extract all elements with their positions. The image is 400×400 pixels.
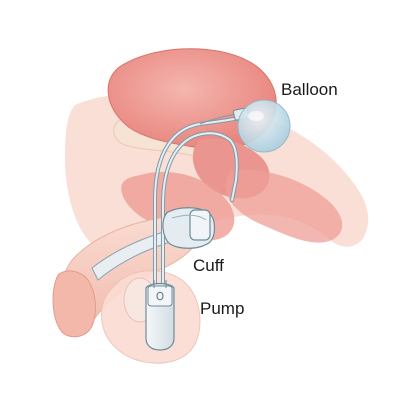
cuff-label: Cuff [193,256,224,275]
cuff-band-line [171,214,207,221]
balloon-reservoir [237,99,291,153]
glans [52,270,96,338]
pump-valve-block [147,285,173,307]
perineal-tissue [225,169,343,243]
tubing-inner-fill [162,132,238,301]
balloon-label: Balloon [281,80,338,99]
balloon-highlight [248,111,264,121]
cuff-clasp [189,209,211,241]
tubing-outer-fill [154,117,241,301]
pump-release-icon [156,291,164,301]
pump-label: Pump [200,299,245,318]
